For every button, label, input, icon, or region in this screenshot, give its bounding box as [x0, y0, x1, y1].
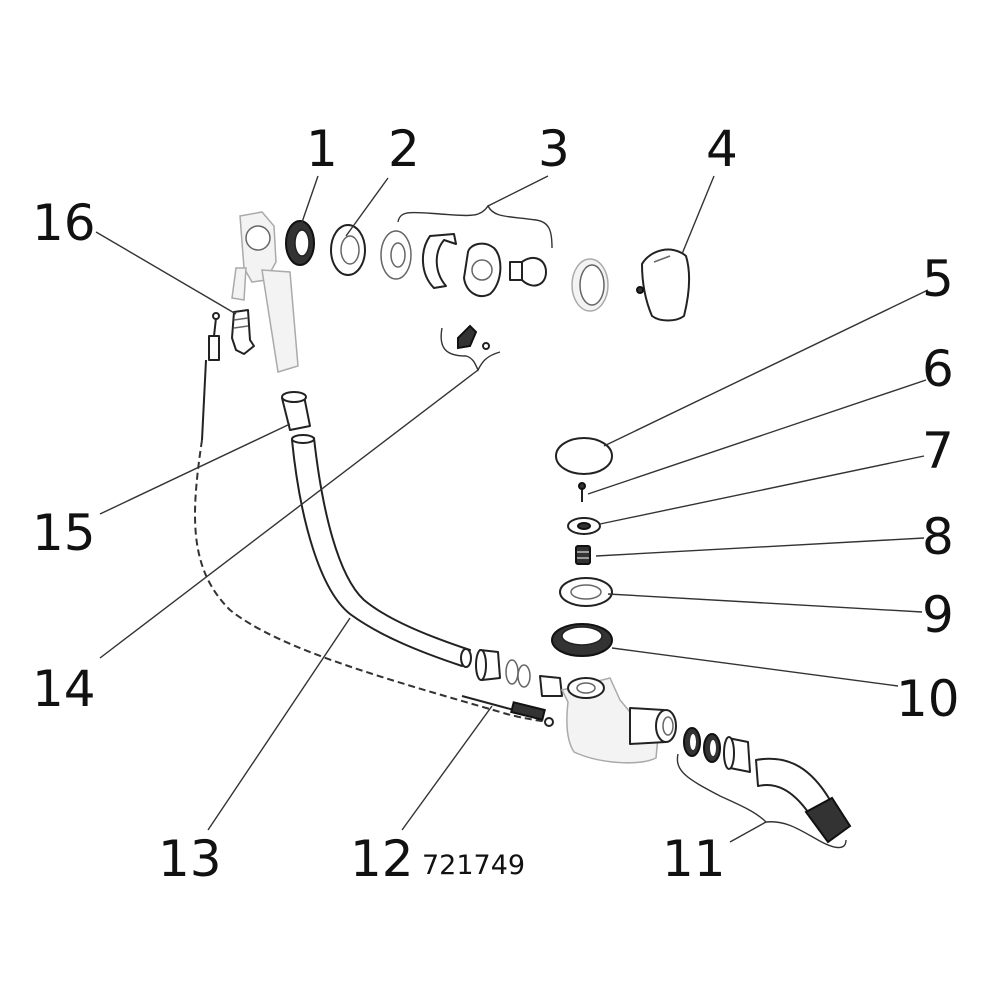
outlet-elbow-part	[683, 727, 852, 844]
bracket-14	[440, 327, 501, 372]
leader-16	[95, 231, 237, 315]
large-seal-ring-part	[551, 623, 613, 657]
leader-5	[603, 289, 929, 447]
cable-end-part	[461, 695, 554, 727]
leader-9	[607, 593, 923, 613]
callout-7: 7	[922, 422, 954, 480]
callout-5: 5	[922, 250, 954, 308]
leader-2	[345, 177, 389, 237]
callout-15: 15	[32, 504, 96, 562]
drain-body-part	[539, 675, 677, 764]
seal-ring-part	[285, 220, 315, 266]
handle-assembly-part	[380, 230, 547, 297]
flat-washer-part	[330, 224, 366, 276]
callout-16: 16	[32, 194, 96, 252]
overflow-pipe-part	[291, 434, 472, 668]
callout-13: 13	[158, 830, 222, 888]
threaded-bush-part	[575, 545, 591, 565]
small-rubber-piece-part	[457, 324, 490, 350]
leader-4	[681, 175, 715, 255]
callout-12: 12	[350, 830, 414, 888]
leader-15	[99, 423, 291, 515]
rosette-ring-part	[571, 258, 609, 312]
part-code: 721749	[422, 850, 525, 881]
small-washer-part	[567, 517, 601, 535]
leader-7	[599, 455, 925, 525]
bowden-cable-part	[194, 312, 549, 723]
pipe-nut-part	[475, 649, 531, 688]
leader-14	[99, 369, 479, 659]
callout-14: 14	[32, 660, 96, 718]
callout-4: 4	[706, 120, 738, 178]
leader-13	[207, 617, 351, 831]
leader-11	[729, 821, 767, 843]
leader-6	[587, 379, 927, 495]
cover-cap-part	[636, 248, 691, 322]
bracket-3	[397, 204, 553, 249]
leader-1	[299, 175, 319, 229]
screw-part	[578, 482, 586, 502]
overflow-housing-part	[231, 211, 299, 373]
leader-12	[401, 705, 493, 831]
callout-9: 9	[922, 586, 954, 644]
drain-flange-part	[559, 577, 613, 607]
callout-10: 10	[896, 670, 960, 728]
pipe-sleeve-part	[281, 391, 311, 431]
callout-2: 2	[388, 120, 420, 178]
plug-cap-part	[555, 437, 613, 475]
callout-1: 1	[306, 120, 338, 178]
callout-8: 8	[922, 508, 954, 566]
elbow-fitting-part	[231, 309, 255, 355]
leader-10	[611, 647, 899, 687]
callout-3: 3	[538, 120, 570, 178]
leader-3	[487, 175, 549, 207]
callout-6: 6	[922, 340, 954, 398]
leader-8	[595, 537, 925, 557]
callout-11: 11	[662, 830, 726, 888]
